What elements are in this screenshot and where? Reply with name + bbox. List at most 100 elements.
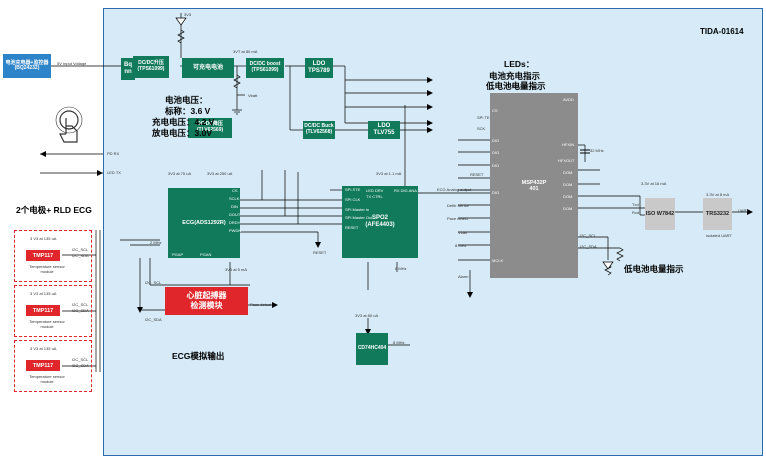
mcu-crystal: 32 MHz [590,148,604,153]
pace-sda: I2C_SDA [145,317,162,322]
battery-note-4: 放电电压：3.0V [152,128,212,138]
mcu-dom-4: DOM [563,206,573,211]
sensor-chip-1: TMP117 [26,250,60,261]
battery-block: 可充电电池 [182,58,234,78]
mcu-i2c-sda: I2C_SDA [580,244,597,249]
spo2-pin-reset: RESET [345,225,359,230]
ldo-tlv755-block: LDO TLV755 [368,121,400,139]
sensor-supply-1: 3 V3 at 135 uA [30,236,57,241]
mcu-pin-spite: SPI TE [477,115,490,120]
sensor-supply-2: 3 V3 at 135 uA [30,291,57,296]
ldo-tps789-block: LDO TPS789 [305,58,333,78]
sensor-scl-3: I2C_SCL [72,357,89,362]
trs-supply: 3.3V at 8 mA [706,192,730,197]
mcu-avdd: AVDD [563,97,574,102]
mcu-pin-dio-2: DIO [492,150,500,155]
dcdc-buck-small-block: DC/DC降压 (TLV62569) [188,118,232,138]
pace-detect-block: 心脏起搏器 检测模块 [165,287,248,315]
uart-label: UART [738,208,749,213]
ecg-pgap: PGAP [172,252,184,257]
sensor-module-3 [14,340,92,392]
mcu-pin-dio-4: DIO [492,190,500,195]
ecg-out-label: ECG模拟输出 [172,351,225,361]
spo2-top-pin-2: RX DIG ANA [394,188,417,193]
sensor-module-label-1: Temperature sensor module [29,264,65,274]
iso-supply: 3.3V at 18 mA [641,181,667,186]
sensor-module-1 [14,230,92,282]
mcu-pin-ecg-analog: ECG Analog output [437,187,472,192]
input-voltage-label: 5V Input Voltage [57,61,87,66]
sensor-sda-3: I2C_SDA [72,363,89,368]
ecg-pin-cs: CS [232,188,238,193]
spo2-top-pin-1: LED DRV [366,188,384,193]
mcu-pin-reset: RESET [470,172,484,177]
battery-note-2: 标称：3.6 V [165,106,211,116]
ecg-reset-label: RESET [313,250,327,255]
sensor-chip-3: TMP117 [26,360,60,371]
pace-supply: 3V3 at 5 mA [225,267,248,272]
spo2-clk: 8 MHz [395,266,407,271]
board-title: TIDA-01614 [700,27,744,36]
sensor-scl-1: I2C_SCL [72,247,89,252]
ecg-block: ECG(ADS1292R) [168,188,240,258]
mcu-pin-vbatt: Vbatt [458,230,468,235]
ecg-pin-sclk: SCLK [229,196,240,201]
txd-label: Txd [632,202,639,207]
mcu-block: MSP432P 401 [490,93,578,278]
ecg-supply-2: 3V3 at 250 uA [207,171,233,176]
mcu-pin-hfxin: HFXIN [562,142,574,147]
leds-heading: LEDs： [504,59,535,69]
sensor-supply-3: 3 V3 at 135 uA [30,346,57,351]
counter-supply: 3V3 at 80 uA [355,313,379,318]
spo2-block: SPO2 (AFE4403) [342,186,418,258]
ecg-pin-dout: DOUT [229,212,241,217]
battery-note-3: 充电电压：4.2 V [152,117,215,127]
v3-top-label: 3V3 [184,12,192,17]
mcu-pin-mclk: MCLK [492,258,504,263]
dcdc-buck-block: DC/DC Buck (TLV62568) [303,121,335,139]
dcdc-boost-small-block: DC/DC升压 (TPS61099) [133,56,169,78]
pd-rx-label: PD RX [107,151,120,156]
mcu-pin-8mhz: 8 MHz [455,243,467,248]
mcu-pin-pace: Pace detect [447,216,469,221]
trs-block: TRS3232 [703,198,732,230]
charger-block: 电池充电器+监控器(BQ24232) [3,54,51,78]
touch-hand-icon [55,106,83,143]
ecg-pgan: PGAN [200,252,212,257]
spo2-supply: 3V3 at 1.1 mA [376,171,402,176]
counter-clock: 8 MHz [393,340,405,345]
mcu-pin-sck: SCK [477,126,486,131]
power-block-small: Bq nn [121,58,135,80]
spo2-pin-mo: SPI Master Out [345,215,373,220]
mcu-pin-dio-1: DIO [492,138,500,143]
ecg-pin-drdy: DRDY [229,220,241,225]
current-label: 3VT at 80 mA [233,49,258,54]
led-tx-label: LED TX [107,170,121,175]
mcu-pin-hfxout: HFXOUT [558,158,575,163]
sensor-module-2 [14,285,92,337]
spo2-pin-ste: SPI STE [345,187,361,192]
leds-line-2: 低电池电量指示 [486,81,546,91]
sensor-chip-2: TMP117 [26,305,60,316]
mcu-dom-3: DOM [563,194,573,199]
pace-scl: I2C_SCL [145,280,162,285]
pace-out-label: Pace detect [250,302,272,307]
low-battery-label: 低电池电量指示 [624,264,684,274]
sensor-module-label-2: Temperature sensor module [29,319,65,329]
spo2-pin-mi: SPI Master In [345,207,370,212]
mcu-dom-1: DOM [563,170,573,175]
mcu-i2c-scl: I2C_SCL [580,233,597,238]
isolated-uart-label: Isolated UART [706,233,732,238]
mcu-dom-2: DOM [563,182,573,187]
spo2-pin-clk: SPI CLK [345,197,361,202]
mcu-pin-dio-3: DIO [492,163,500,168]
sensor-sda-2: I2C_SDA [72,308,89,313]
spo2-top-pin-3: TX CTRL [366,194,383,199]
leds-line-1: 电池充电指示 [489,71,541,81]
ecg-supply-1: 3V3 at 75 uA [168,171,192,176]
battery-note-1: 电池电压： [165,95,208,105]
sensor-module-label-3: Temperature sensor module [29,374,65,384]
sensor-scl-2: I2C_SCL [72,302,89,307]
sensor-sda-1: I2C_SDA [72,253,89,258]
